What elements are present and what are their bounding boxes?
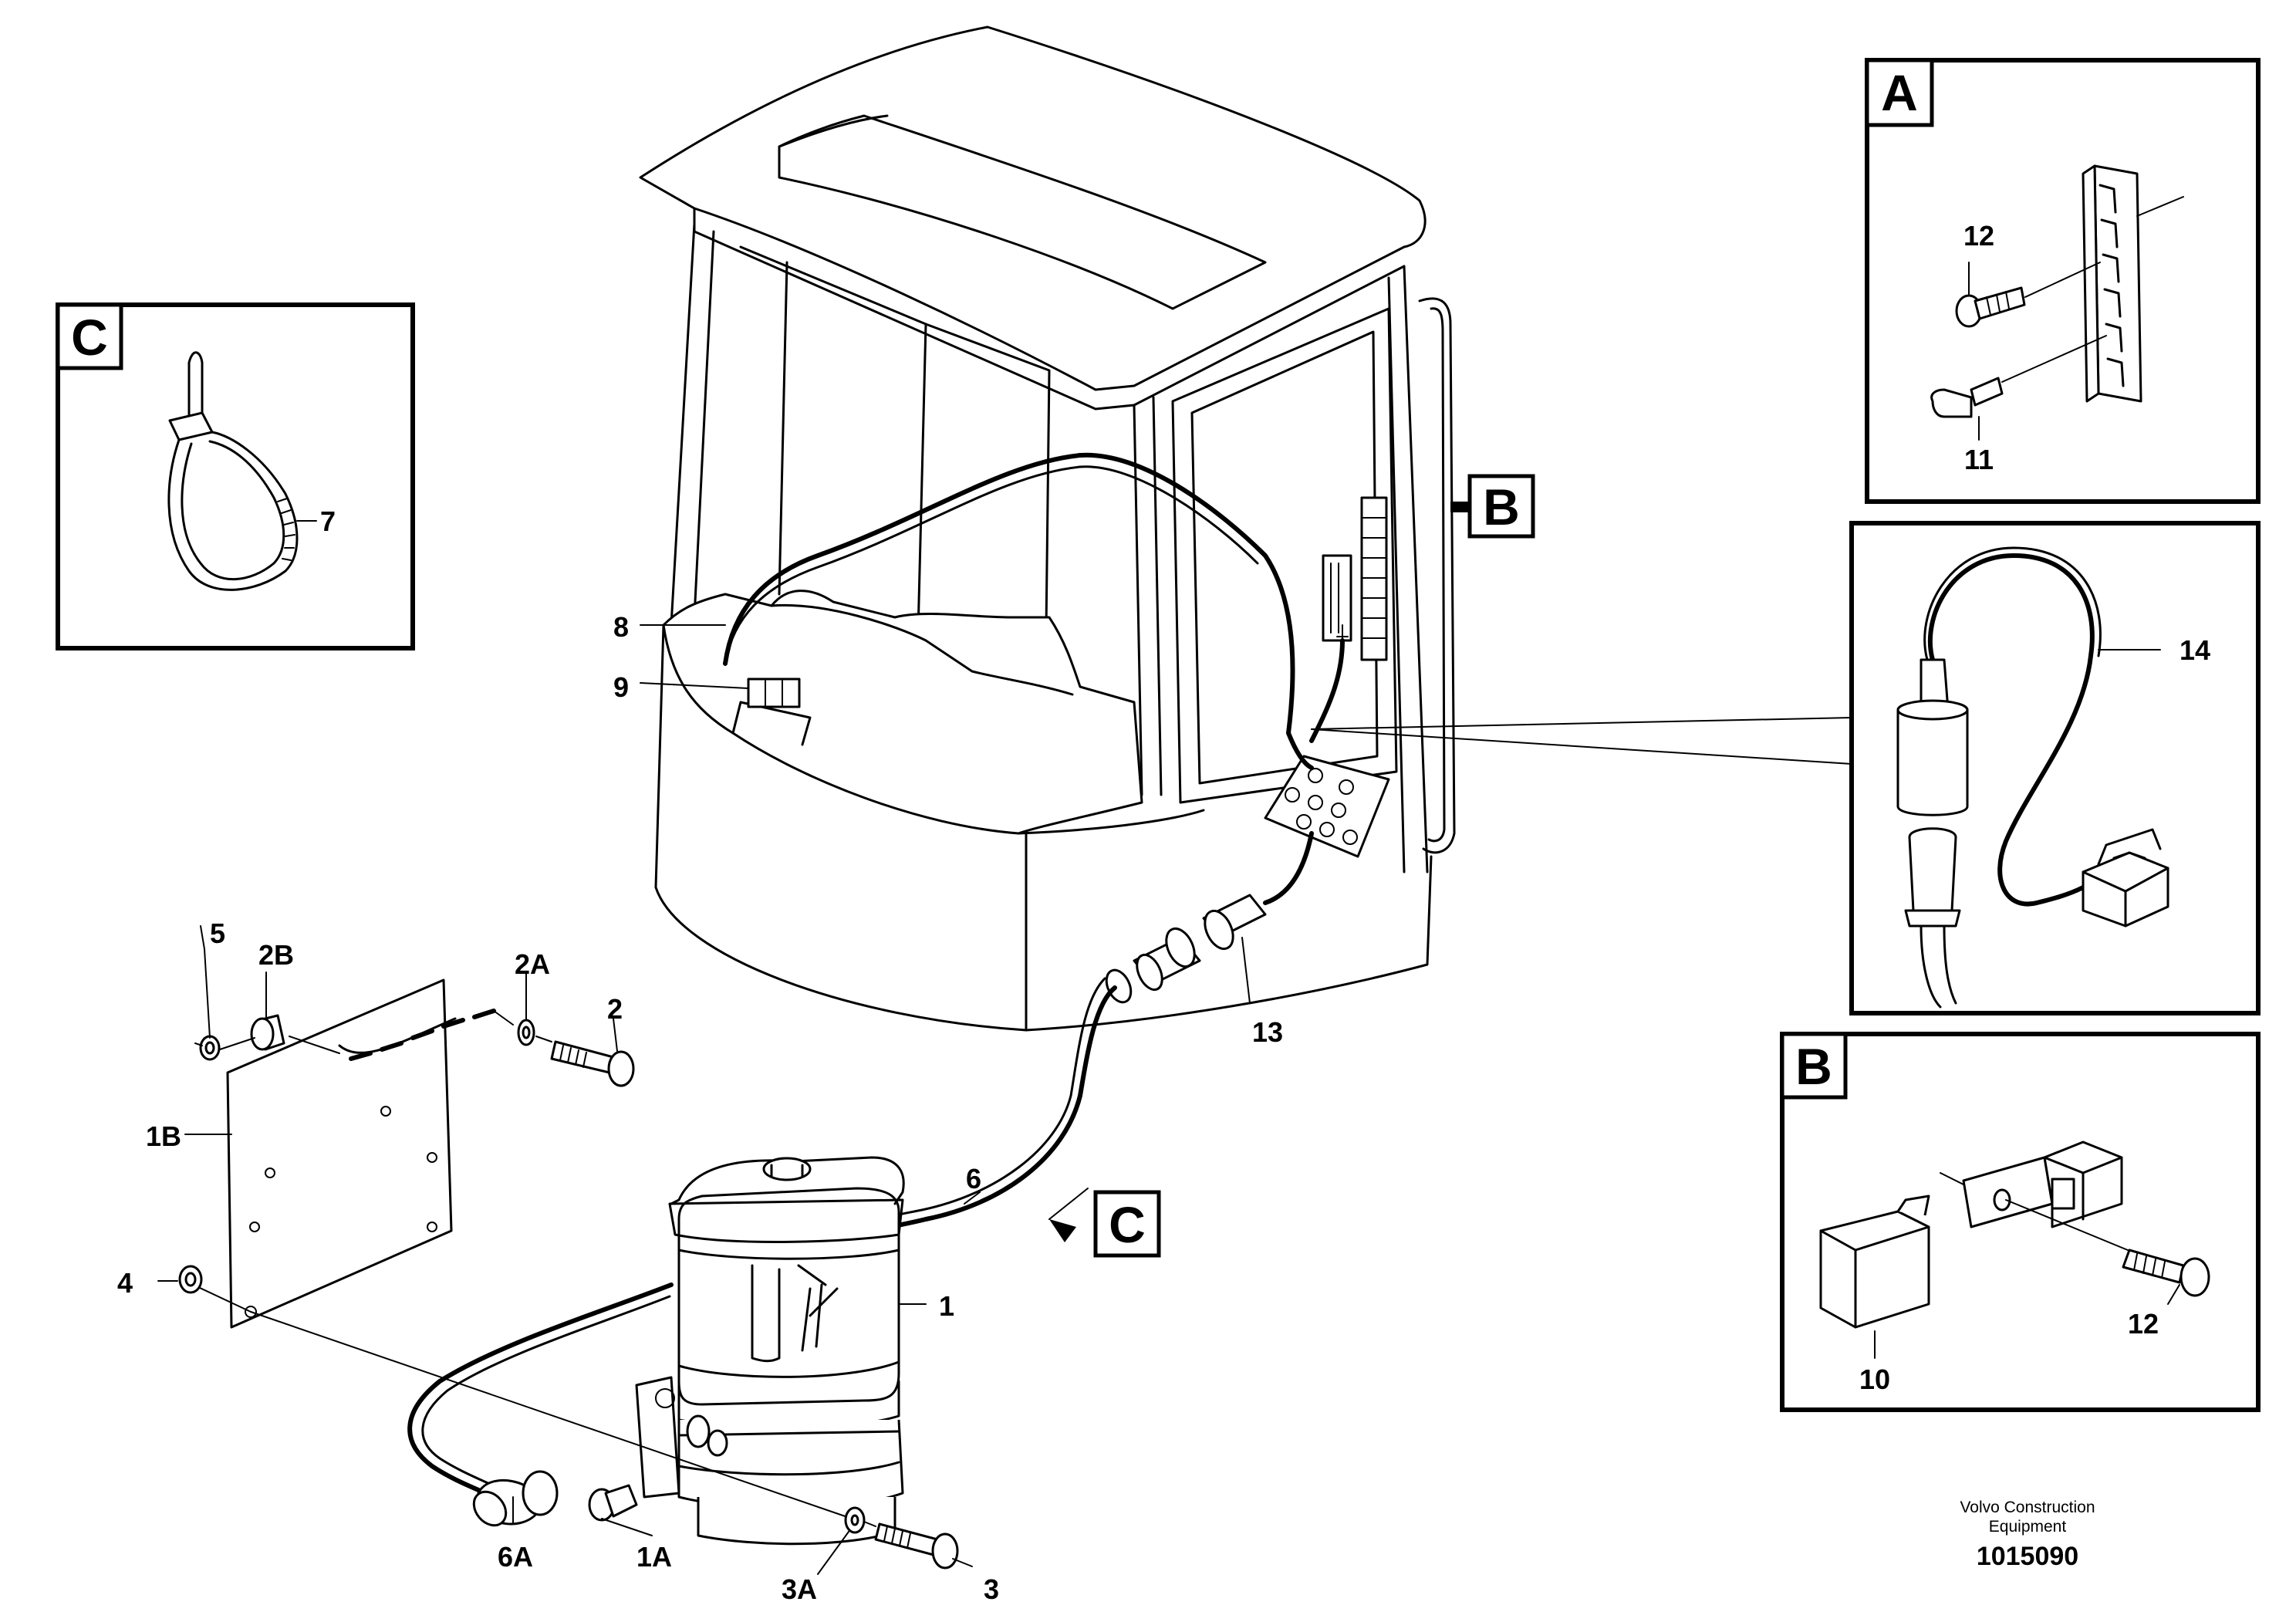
operator-cab <box>639 25 1456 1032</box>
elbow-fitting-6a <box>472 1470 559 1527</box>
callout-12-detail-b: 12 <box>2128 1308 2159 1340</box>
callout-1a: 1A <box>636 1541 672 1573</box>
detail-panel-sensor <box>1849 521 2261 1015</box>
detail-tag-b-main <box>1467 474 1535 539</box>
detail-label-b-panel: B <box>1795 1038 1832 1095</box>
callout-12-detail-a: 12 <box>1963 220 1994 252</box>
callout-5: 5 <box>210 917 225 949</box>
washer-2a <box>517 1019 535 1046</box>
brand-line-1: Volvo Construction <box>1960 1499 2095 1516</box>
cable-tie <box>167 351 317 591</box>
spacer-2b <box>250 1014 285 1051</box>
callout-3a: 3A <box>782 1573 817 1605</box>
detail-label-a: A <box>1881 64 1918 121</box>
callout-1b: 1B <box>146 1120 181 1152</box>
inline-connector <box>1105 894 1267 1004</box>
harness-6 <box>869 985 1117 1237</box>
callout-2: 2 <box>607 993 623 1025</box>
switch-plate <box>1264 755 1390 858</box>
detail-tag-c-main <box>1093 1190 1161 1258</box>
callout-4: 4 <box>117 1267 133 1299</box>
nut-4 <box>178 1265 203 1294</box>
callout-10: 10 <box>1859 1363 1890 1395</box>
document-number: 1015090 <box>1977 1542 2078 1571</box>
connector-block <box>747 678 801 708</box>
callout-2a: 2A <box>515 948 550 980</box>
lubrication-tank <box>635 1156 905 1546</box>
fitting-1a <box>588 1484 638 1522</box>
brand-line-2: Equipment <box>1989 1518 2067 1536</box>
nut-5 <box>199 1035 221 1061</box>
detail-label-c-panel: C <box>71 309 108 366</box>
callout-6a: 6A <box>498 1541 533 1573</box>
callout-14: 14 <box>2180 634 2210 666</box>
callout-3: 3 <box>984 1573 999 1605</box>
bolt-3 <box>874 1522 959 1570</box>
detail-label-c-main: C <box>1109 1196 1146 1253</box>
callout-13: 13 <box>1252 1016 1283 1048</box>
callout-8: 8 <box>613 611 629 643</box>
mounting-plate <box>226 978 496 1329</box>
fuse-panel <box>1322 496 1388 661</box>
bolt-2 <box>550 1040 635 1087</box>
cab-harness <box>723 452 1314 770</box>
callout-11: 11 <box>1964 444 1994 475</box>
callout-1: 1 <box>939 1290 954 1322</box>
detail-panel-c <box>56 302 415 650</box>
callout-6: 6 <box>966 1163 981 1195</box>
callout-9: 9 <box>613 671 629 703</box>
detail-panel-a <box>1865 58 2261 504</box>
detail-panel-b <box>1780 1032 2261 1412</box>
washer-3a <box>844 1506 866 1534</box>
detail-label-b-main: B <box>1483 478 1520 536</box>
callout-2b: 2B <box>258 939 294 971</box>
callout-7: 7 <box>320 505 336 537</box>
